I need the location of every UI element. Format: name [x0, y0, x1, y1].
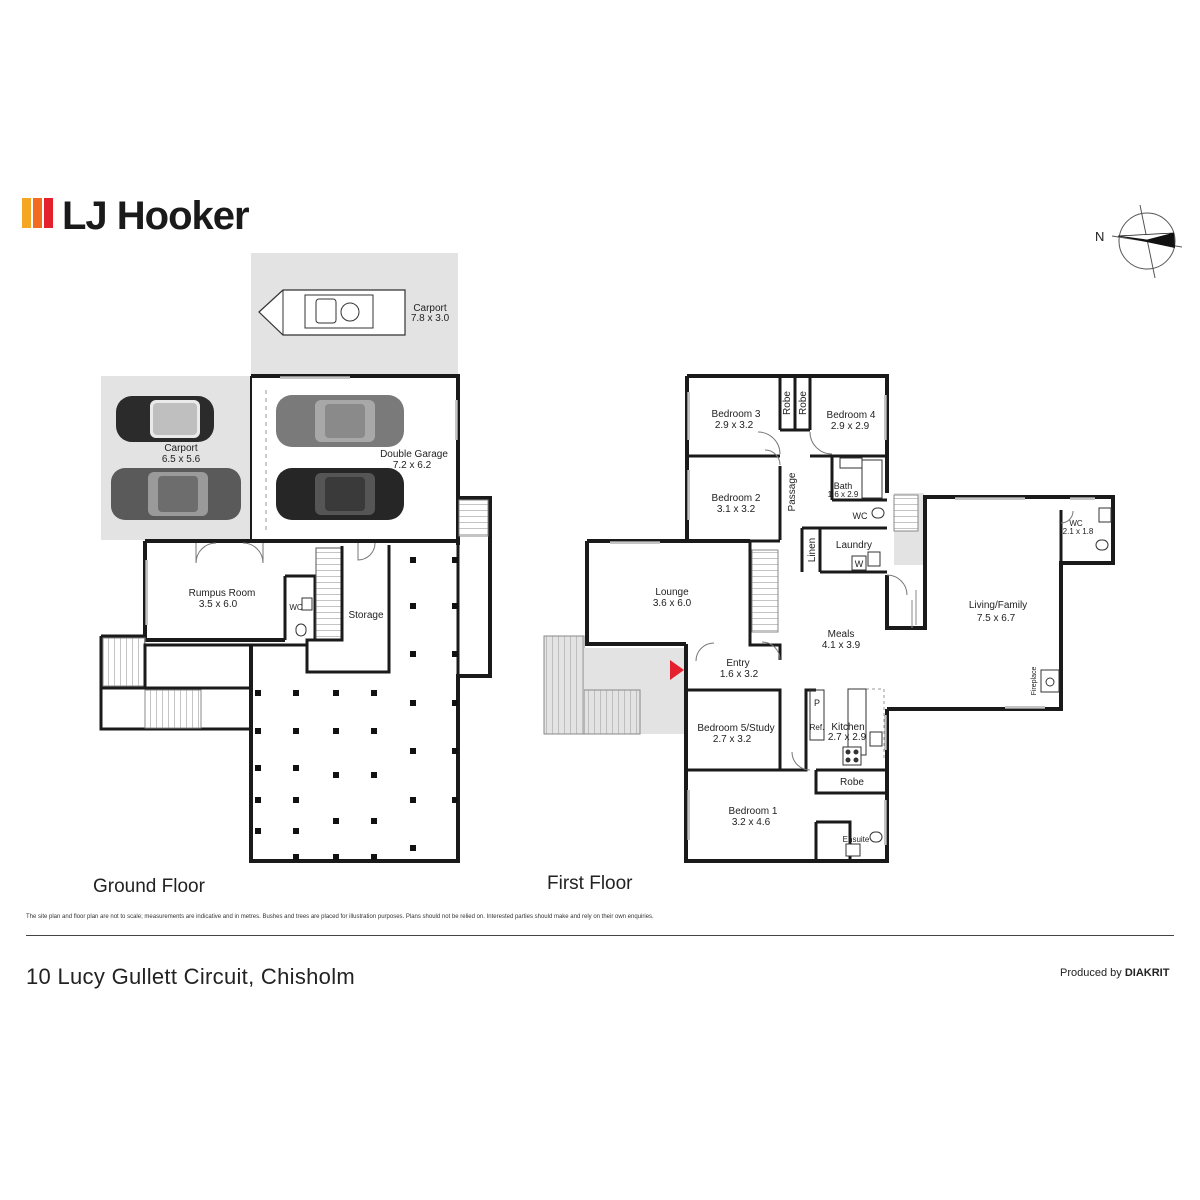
room-name: Robe	[840, 777, 864, 788]
room-dims: 2.7 x 3.2	[713, 734, 752, 745]
washer-icon	[851, 555, 867, 571]
room-name: Double Garage	[380, 449, 448, 460]
room-name: Robe	[782, 391, 793, 415]
car-icon	[276, 468, 404, 520]
room-name: Carport	[164, 443, 198, 454]
room-name: Storage	[348, 610, 383, 621]
room-name: Robe	[798, 391, 809, 415]
room-name: Meals	[828, 629, 855, 640]
room-dims: 7.8 x 3.0	[411, 313, 450, 324]
compass-icon: N	[1095, 204, 1183, 279]
stove-icon	[842, 746, 862, 766]
room-name: Ref.	[810, 723, 825, 732]
compass-label: N	[1095, 229, 1104, 244]
produced-by-brand: DIAKRIT	[1124, 967, 1170, 979]
car-icon	[116, 396, 214, 442]
car-icon	[111, 468, 241, 520]
room-name: Ensuite	[843, 835, 870, 844]
room-dims: 2.9 x 3.2	[715, 420, 754, 431]
produced-by-prefix: Produced by	[1060, 967, 1122, 979]
room-name: Living/Family	[969, 600, 1027, 611]
room-dims: 3.2 x 4.6	[732, 817, 771, 828]
room-name: Bedroom 5/Study	[697, 723, 774, 734]
brand-logo	[22, 198, 54, 228]
sink-icon	[839, 457, 1112, 857]
room-dims: 2.1 x 1.8	[1063, 527, 1094, 536]
property-address: 10 Lucy Gullett Circuit, Chisholm	[26, 964, 356, 989]
stairs-icon	[543, 635, 585, 735]
room-dims: 7.2 x 6.2	[393, 460, 432, 471]
logo-bar-orange	[33, 198, 42, 228]
room-name: WC	[853, 511, 868, 521]
room-dims: 3.5 x 6.0	[199, 599, 238, 610]
room-dims: 4.1 x 3.9	[822, 640, 861, 651]
room-dims: 1.6 x 2.9	[828, 490, 859, 499]
room-name: Linen	[807, 538, 818, 562]
stairs-icon	[893, 494, 919, 532]
room-name: Entry	[726, 658, 749, 669]
room-name: Bath	[834, 481, 853, 491]
entry-arrow-icon	[670, 660, 684, 680]
logo-bar-red	[44, 198, 53, 228]
room-name: Bedroom 1	[729, 806, 778, 817]
fireplace-icon	[1040, 669, 1060, 693]
room-name: Kitchen	[831, 722, 864, 733]
room-name: WC	[289, 603, 303, 612]
subfloor-piers	[255, 557, 458, 860]
room-dims: 3.6 x 6.0	[653, 598, 692, 609]
boat-icon	[258, 289, 406, 336]
stairs-icon	[315, 547, 343, 641]
washer-label: W	[855, 559, 864, 569]
car-icon	[276, 395, 404, 447]
room-dims: 3.1 x 3.2	[717, 504, 756, 515]
room-name: P	[814, 698, 820, 708]
toilet-icon	[295, 597, 313, 637]
stairs-icon	[583, 689, 641, 735]
room-name: Fireplace	[1031, 667, 1038, 696]
ground-floor: Carport 7.8 x 3.0 Carport 6.5 x 5.6 Doub…	[99, 253, 492, 863]
room-name: Bedroom 4	[827, 410, 876, 421]
stairs-icon	[458, 499, 489, 537]
toilet-icon	[869, 507, 1109, 843]
first-floor: W Bedroom 3 2.9 x 3.2 Robe Robe Bedroo	[543, 374, 1115, 863]
first-floor-label: First Floor	[547, 873, 633, 894]
room-name: Carport	[413, 303, 447, 314]
room-dims: 2.7 x 2.9	[828, 732, 867, 743]
room-name: WC	[1069, 519, 1083, 528]
room-dims: 7.5 x 6.7	[977, 613, 1016, 624]
room-name: Lounge	[655, 587, 689, 598]
room-name: Bedroom 3	[712, 409, 761, 420]
stairs-icon	[144, 689, 202, 729]
ground-floor-label: Ground Floor	[93, 876, 205, 897]
room-name: Bedroom 2	[712, 493, 761, 504]
room-dims: 1.6 x 3.2	[720, 669, 759, 680]
brand-name: LJ Hooker	[62, 194, 250, 238]
produced-by: Produced by DIAKRIT	[1060, 967, 1169, 979]
room-name: Rumpus Room	[189, 588, 256, 599]
stairs-icon	[751, 549, 779, 633]
disclaimer-text: The site plan and floor plan are not to …	[26, 914, 654, 920]
footer-divider	[26, 935, 1174, 936]
room-dims: 6.5 x 5.6	[162, 454, 201, 465]
logo-bar-yellow	[22, 198, 31, 228]
room-name: Passage	[787, 472, 798, 511]
room-name: Laundry	[836, 540, 872, 551]
stairs-icon	[102, 637, 146, 687]
room-dims: 2.9 x 2.9	[831, 421, 870, 432]
